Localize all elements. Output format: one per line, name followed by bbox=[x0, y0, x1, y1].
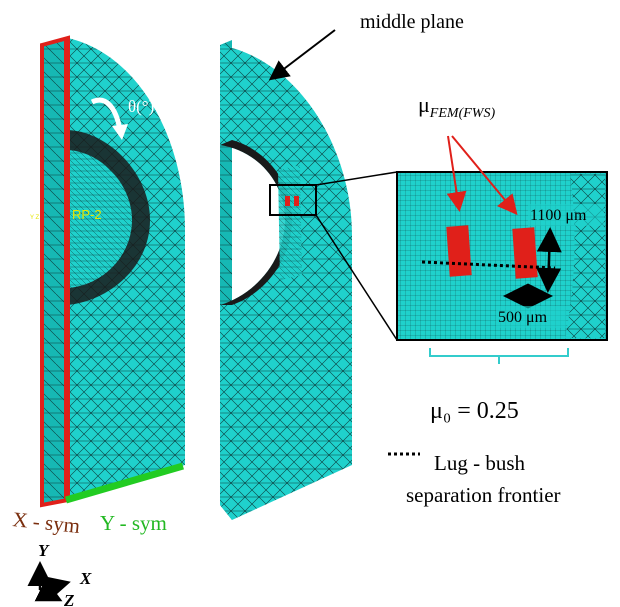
mu-fem-pointer-1 bbox=[446, 135, 467, 212]
dim-1100-label: 1100 μm bbox=[530, 207, 587, 224]
dim-500-label: 500 μm bbox=[498, 309, 548, 326]
mu-fem-symbol: μ bbox=[418, 92, 430, 117]
theta-label: θ(°) bbox=[128, 97, 154, 116]
y-sym-green-edge bbox=[65, 462, 184, 504]
left-model-hole-inner bbox=[68, 150, 132, 288]
tiny-axis-label: Y Z bbox=[30, 215, 40, 221]
middle-plane-label: middle plane bbox=[360, 11, 464, 33]
separation-frontier-line bbox=[421, 260, 556, 270]
mini-red-patch-2 bbox=[294, 196, 299, 206]
axis-z-line bbox=[34, 578, 63, 602]
axis-x-label: X bbox=[79, 569, 92, 588]
axis-z-label: Z bbox=[63, 591, 74, 607]
axis-y-label: Y bbox=[38, 541, 50, 560]
zoom-connector-bottom bbox=[315, 214, 398, 341]
legend-line1: Lug - bush bbox=[434, 451, 525, 475]
mu0-label: μ₀ = 0.25 bbox=[430, 398, 519, 424]
dim-500-label-bg bbox=[496, 306, 566, 328]
contact-patch-2 bbox=[512, 227, 538, 279]
rotation-arrow bbox=[90, 97, 123, 131]
rp-label: RP-2 bbox=[72, 207, 102, 222]
axis-x-line bbox=[39, 576, 71, 601]
legend-line2: separation frontier bbox=[406, 483, 561, 507]
mini-red-patch-1 bbox=[285, 196, 290, 206]
contact-patch-1 bbox=[446, 225, 472, 277]
zoom-connector-top bbox=[315, 171, 398, 186]
mu-fem-label: μFEM(FWS) bbox=[418, 92, 495, 121]
middle-model-front-face bbox=[220, 45, 352, 520]
middle-model bbox=[220, 40, 352, 520]
dim-1100-label-bg bbox=[528, 204, 604, 226]
middle-model-refined-zone bbox=[278, 165, 302, 280]
axis-triad: Y X Z bbox=[27, 541, 92, 607]
middle-model-hole-contour bbox=[220, 140, 292, 305]
middle-plane-pointer bbox=[268, 29, 336, 81]
mu-fem-pointer-2 bbox=[451, 135, 518, 216]
rotation-arrow-head bbox=[112, 124, 128, 140]
left-model: θ(°) RP-2 Y Z bbox=[30, 35, 185, 508]
y-sym-label: Y - sym bbox=[100, 511, 167, 535]
mu0-bracket bbox=[429, 348, 569, 364]
mu-fem-subscript: FEM(FWS) bbox=[429, 106, 496, 121]
x-sym-label: X - sym bbox=[11, 507, 81, 538]
dim-1100-arrow bbox=[536, 227, 562, 293]
zoom-source-box bbox=[269, 184, 317, 216]
left-model-side-face bbox=[42, 38, 68, 505]
